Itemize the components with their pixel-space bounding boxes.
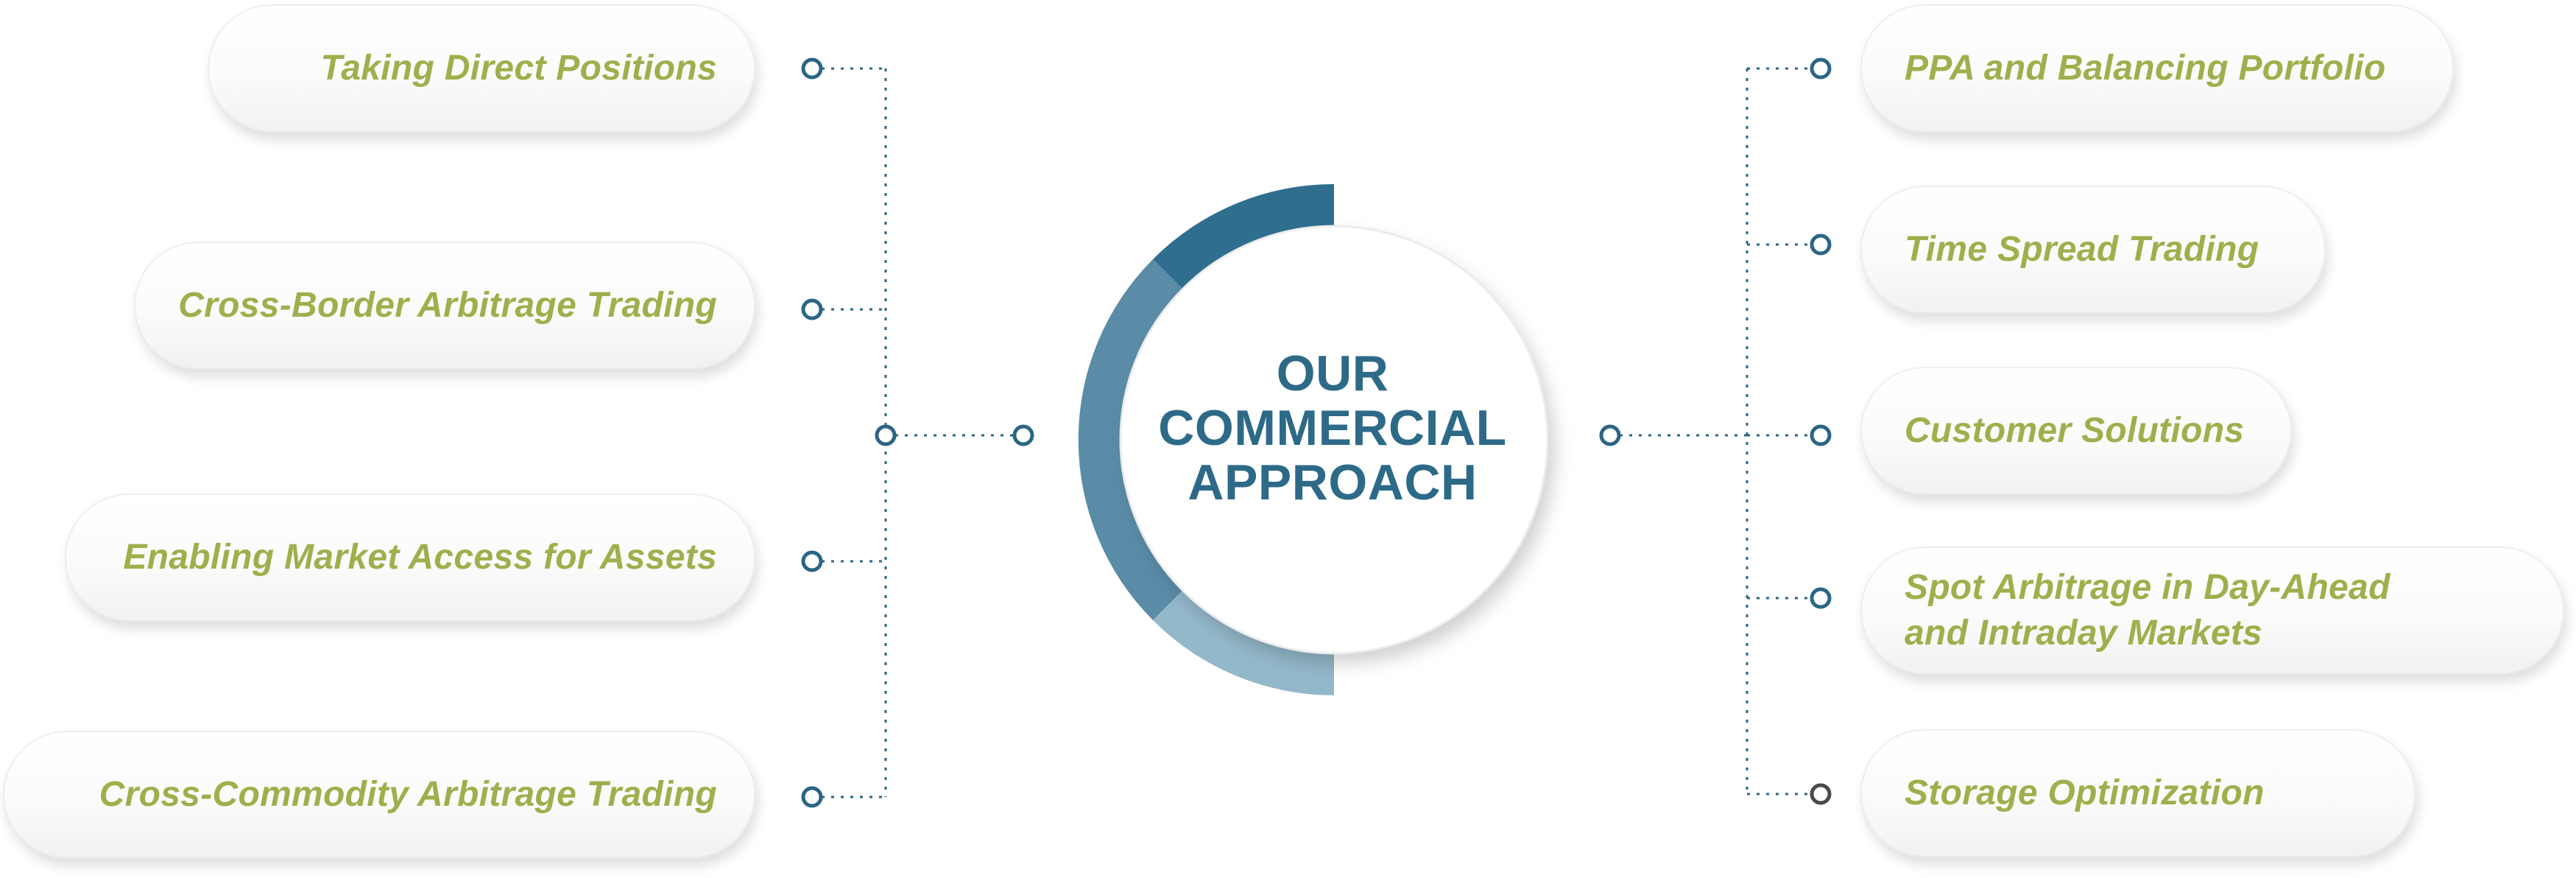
pill-label: Spot Arbitrage in Day-Ahead and Intraday…: [1905, 568, 2390, 653]
node-left-junction: [875, 424, 897, 446]
pill-label: Time Spread Trading: [1905, 230, 2259, 269]
pill-label: PPA and Balancing Portfolio: [1905, 49, 2386, 88]
node-right-1: [1810, 57, 1832, 80]
center-title: OUR COMMERCIAL APPROACH: [1158, 345, 1507, 510]
node-right-5: [1810, 783, 1832, 805]
node-center-left: [1012, 424, 1034, 446]
ring-segment-middle: [1078, 259, 1185, 620]
pill-customer-solutions: Customer Solutions: [1860, 367, 2292, 495]
pill-label: Customer Solutions: [1905, 411, 2245, 450]
node-left-4: [801, 786, 823, 808]
right-connector-lines: [1610, 67, 1821, 796]
pill-enabling-market-access: Enabling Market Access for Assets: [65, 494, 755, 622]
pill-taking-direct-positions: Taking Direct Positions: [208, 4, 755, 133]
pill-storage-optimization: Storage Optimization: [1860, 729, 2416, 857]
left-connector-lines: [812, 67, 1023, 798]
pill-label: Cross-Border Arbitrage Trading: [178, 286, 717, 325]
node-left-2: [801, 298, 823, 320]
node-left-1: [801, 57, 823, 80]
pill-time-spread-trading: Time Spread Trading: [1860, 186, 2326, 314]
node-right-4: [1810, 587, 1832, 609]
pill-label: Storage Optimization: [1905, 773, 2265, 812]
node-center-right: [1599, 424, 1621, 446]
pill-spot-arbitrage: Spot Arbitrage in Day-Ahead and Intraday…: [1860, 547, 2564, 675]
pill-label: Taking Direct Positions: [320, 49, 717, 88]
node-right-3: [1810, 424, 1832, 446]
node-right-2: [1810, 233, 1832, 256]
center-ring: [1078, 183, 1334, 696]
ring-segment-top: [1153, 183, 1334, 291]
node-left-3: [801, 550, 823, 572]
pill-label: Enabling Market Access for Assets: [123, 538, 717, 577]
pill-label: Cross-Commodity Arbitrage Trading: [99, 775, 717, 814]
ring-segment-bottom: [1153, 589, 1334, 696]
pill-ppa-balancing-portfolio: PPA and Balancing Portfolio: [1860, 4, 2454, 133]
pill-cross-commodity-arbitrage: Cross-Commodity Arbitrage Trading: [3, 731, 755, 859]
pill-cross-border-arbitrage: Cross-Border Arbitrage Trading: [134, 242, 755, 370]
center-circle: [1121, 226, 1548, 653]
